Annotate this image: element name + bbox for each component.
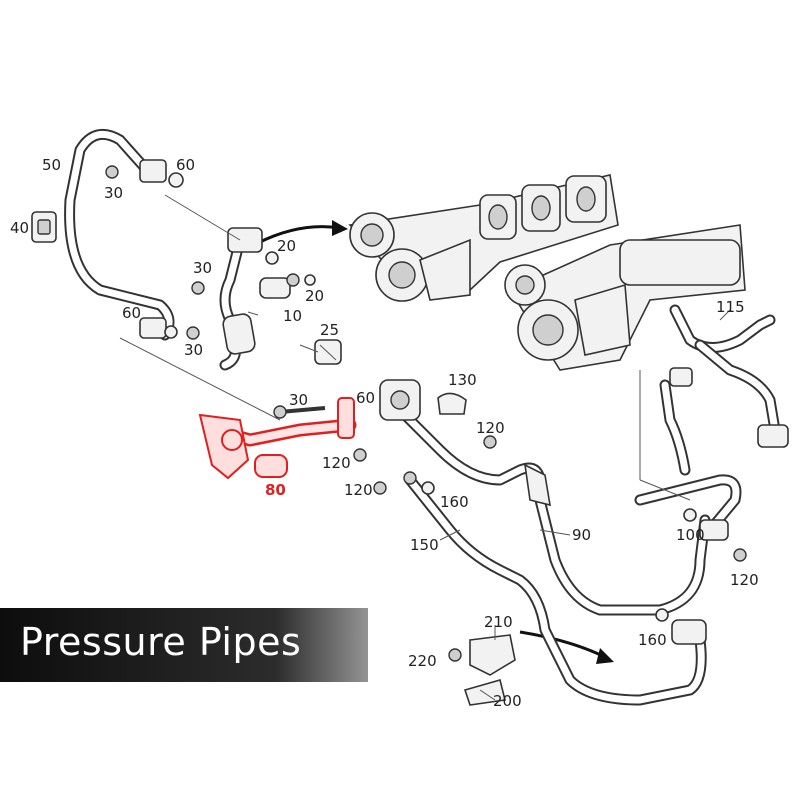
callout-30: 30 <box>289 391 308 409</box>
callout-60: 60 <box>122 304 141 322</box>
callout-30: 30 <box>184 341 203 359</box>
callout-160: 160 <box>440 493 469 511</box>
title-banner: Pressure Pipes <box>0 608 368 682</box>
callout-100: 100 <box>676 526 705 544</box>
fitting-lower-left <box>139 317 178 339</box>
upper-turbo-assembly <box>348 174 619 302</box>
pressure-pipe-80-highlighted <box>198 397 357 480</box>
callout-10: 10 <box>283 307 302 325</box>
callout-120: 120 <box>476 419 505 437</box>
callout-160: 160 <box>638 631 667 649</box>
callout-90: 90 <box>572 526 591 544</box>
fitting-middle <box>227 227 279 265</box>
callout-210: 210 <box>484 613 513 631</box>
leader-lines <box>119 194 731 701</box>
callout-labels: 50 60 30 40 20 30 20 60 10 30 25 30 60 1… <box>10 156 759 710</box>
banner-title: Pressure Pipes <box>20 620 302 664</box>
callout-30: 30 <box>193 259 212 277</box>
coupling-25 <box>314 339 342 365</box>
bracket-40 <box>31 211 57 243</box>
callout-60: 60 <box>356 389 375 407</box>
lower-turbo-assembly <box>504 224 746 371</box>
callout-60: 60 <box>176 156 195 174</box>
flange-60 <box>379 379 421 421</box>
fittings-lower-right <box>655 367 789 645</box>
fitting-upper-left <box>139 159 184 188</box>
callout-20: 20 <box>305 287 324 305</box>
callout-200: 200 <box>493 692 522 710</box>
callout-30: 30 <box>104 184 123 202</box>
callout-120: 120 <box>322 454 351 472</box>
pipe-150 <box>404 474 707 706</box>
bracket-210-200 <box>448 634 516 706</box>
pipe-90 <box>394 404 711 616</box>
callout-40: 40 <box>10 219 29 237</box>
pipe-10 <box>219 234 291 371</box>
bolts-120 <box>353 435 497 495</box>
callout-120: 120 <box>730 571 759 589</box>
callout-80: 80 <box>265 481 286 499</box>
callout-150: 150 <box>410 536 439 554</box>
bolts <box>105 165 316 340</box>
callout-120: 120 <box>344 481 373 499</box>
direction-arrow-upper <box>257 225 341 245</box>
callout-50: 50 <box>42 156 61 174</box>
pipe-115 <box>659 304 781 476</box>
callout-25: 25 <box>320 321 339 339</box>
pipe-100 <box>634 474 742 536</box>
callout-220: 220 <box>408 652 437 670</box>
clip-130 <box>437 392 467 415</box>
direction-arrow-upper-head <box>332 220 348 236</box>
direction-arrow-lower <box>519 630 606 659</box>
direction-arrow-lower-head <box>596 648 614 664</box>
bracket-90 <box>523 463 551 507</box>
pipe-50 <box>64 128 175 341</box>
callout-20: 20 <box>277 237 296 255</box>
bolt-30-highlight <box>273 405 326 419</box>
callout-130: 130 <box>448 371 477 389</box>
callout-115: 115 <box>716 298 745 316</box>
